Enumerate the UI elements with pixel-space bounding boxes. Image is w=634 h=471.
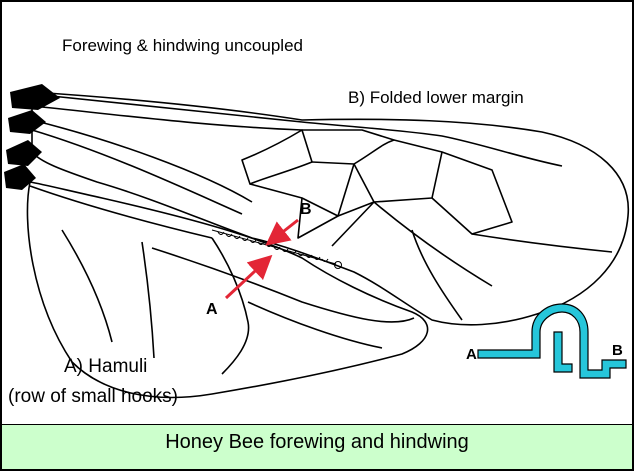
- inset-a-label: A: [466, 346, 477, 363]
- wing-base-sclerite-1: [10, 84, 60, 110]
- forewing-vein-4: [32, 130, 242, 214]
- inset-inner-fold: [554, 332, 572, 372]
- hamuli-description: (row of small hooks): [8, 386, 178, 408]
- forewing-cell-3: [354, 140, 442, 202]
- hamuli-coupling-icon: A B: [466, 304, 626, 378]
- wing-base-sclerite-3: [6, 140, 42, 166]
- wing-base-sclerite-2: [8, 110, 46, 134]
- hindwing-vein-5: [62, 230, 112, 342]
- forewing-vein-outer-2: [472, 234, 612, 252]
- hamuli-label: A) Hamuli: [64, 356, 147, 378]
- arrow-a: [226, 259, 268, 298]
- top-title: Forewing & hindwing uncoupled: [62, 36, 303, 56]
- hindwing-vein-3: [152, 248, 414, 322]
- forewing-cell-2: [302, 130, 394, 164]
- forewing-vein-outer-3: [412, 230, 462, 320]
- forewing-cell-1: [242, 130, 312, 184]
- hindwing-vein-2: [142, 242, 154, 358]
- inset-hook-shape: [478, 304, 626, 378]
- forewing-cell-4: [432, 152, 512, 234]
- hindwing-vein-6: [248, 302, 382, 348]
- forewing-vein-outer-1: [374, 202, 492, 286]
- figure-caption: Honey Bee forewing and hindwing: [165, 431, 469, 454]
- pointer-a-label: A: [206, 301, 218, 318]
- forewing-outline: [32, 92, 628, 325]
- forewing-costal-vein: [32, 94, 302, 122]
- folded-margin-label: B) Folded lower margin: [348, 88, 524, 108]
- pointer-b-label: B: [300, 201, 312, 218]
- arrow-b: [270, 220, 298, 242]
- inset-b-label: B: [612, 342, 623, 359]
- caption-band: Honey Bee forewing and hindwing: [2, 424, 632, 470]
- forewing: [32, 92, 628, 325]
